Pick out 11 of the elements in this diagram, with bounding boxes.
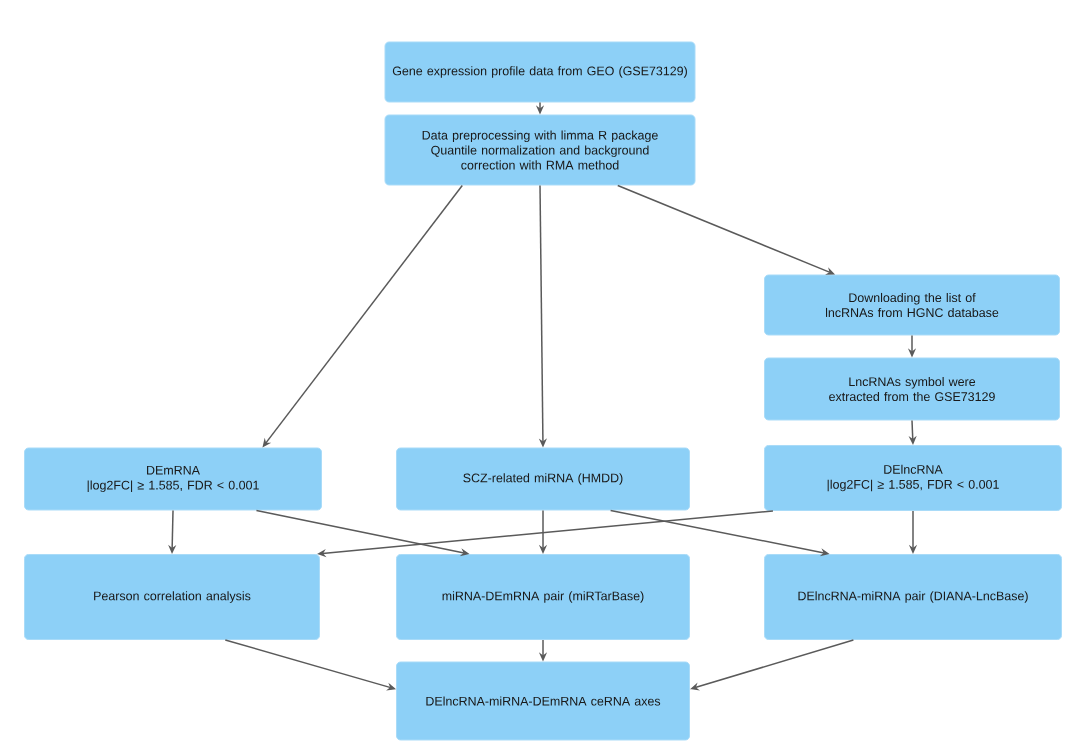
process-box: miRNA-DEmRNA pair (miRTarBase) bbox=[396, 554, 690, 640]
process-box: Gene expression profile data from GEO (GSE73129) bbox=[384, 41, 696, 103]
process-box: DEmRNA |log2FC| ≥ 1.585, FDR < 0.001 bbox=[24, 447, 322, 511]
process-box: DElncRNA-miRNA-DEmRNA ceRNA axes bbox=[396, 661, 690, 741]
process-box: DElncRNA-miRNA pair (DIANA-LncBase) bbox=[764, 554, 1062, 640]
process-box: Pearson correlation analysis bbox=[24, 554, 320, 640]
process-box: LncRNAs symbol were extracted from the GSE73129 bbox=[764, 357, 1060, 421]
process-box: Data preprocessing with limma R package Quantile normalization and background correction with RMA method bbox=[384, 114, 696, 186]
process-box: Downloading the list of lncRNAs from HGNC database bbox=[764, 274, 1060, 336]
process-box: SCZ-related miRNA (HMDD) bbox=[396, 447, 690, 511]
process-box: DElncRNA |log2FC| ≥ 1.585, FDR < 0.001 bbox=[764, 445, 1062, 511]
